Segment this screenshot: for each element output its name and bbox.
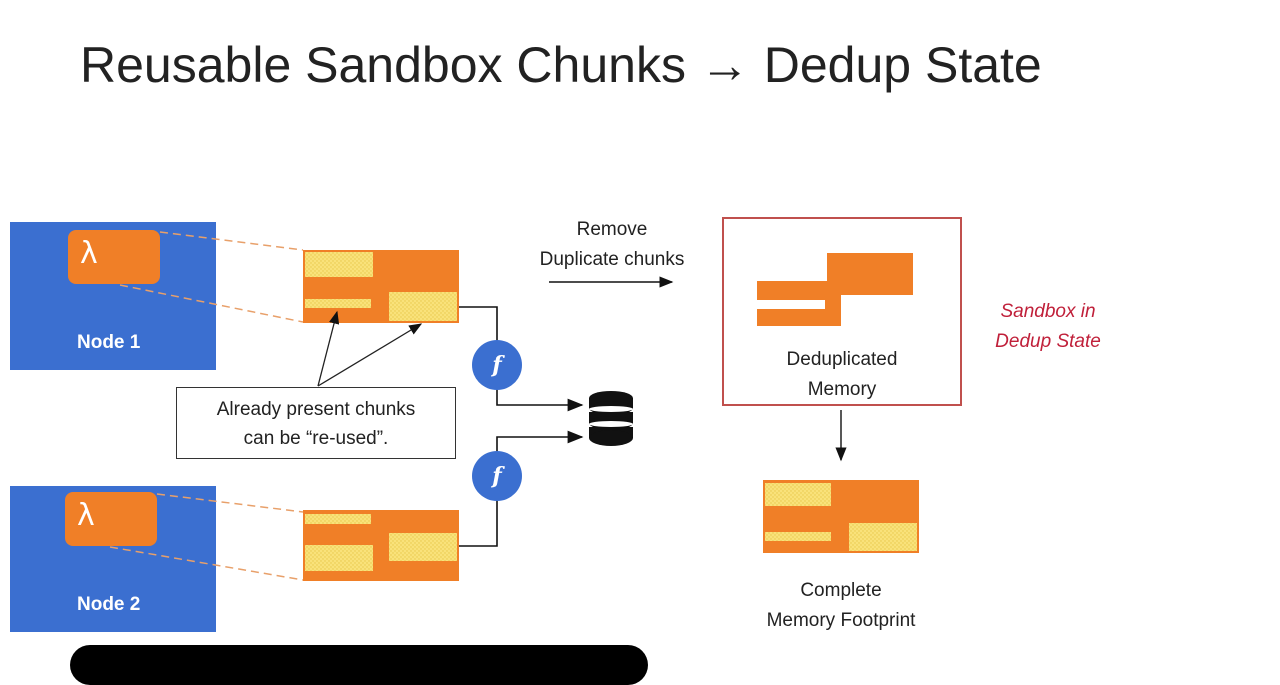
memory-chunks-node-2 — [303, 510, 459, 581]
node-2-label: Node 2 — [77, 594, 141, 615]
function-icon: f — [472, 340, 522, 390]
caption-bar — [70, 645, 648, 685]
callout-arrows — [317, 310, 423, 387]
zoom-lines-node-1 — [119, 231, 304, 323]
zoom-lines-node-2 — [109, 493, 304, 581]
lambda-icon: λ — [65, 492, 157, 546]
dedup-state-box — [722, 217, 962, 406]
reuse-callout: Already present chunks can be “re-used”. — [176, 387, 456, 459]
lambda-icon: λ — [68, 230, 160, 284]
db-connectors — [459, 306, 584, 547]
dedup-memory-shape — [757, 253, 913, 326]
diagram-graphics — [109, 231, 919, 581]
node-1-label: Node 1 — [77, 332, 141, 353]
dedup-memory-label: Deduplicated Memory — [786, 349, 898, 400]
slide-title: Reusable Sandbox Chunks → Dedup State — [80, 37, 1042, 93]
function-icon: f — [472, 451, 522, 501]
memory-footprint-label: Complete Memory Footprint — [766, 580, 916, 631]
database-icon — [589, 391, 633, 446]
callout-line-1: Already present chunks — [216, 399, 416, 420]
memory-footprint-block — [763, 480, 919, 553]
remove-duplicates-label: Remove Duplicate chunks — [539, 219, 685, 270]
memory-chunks-node-1 — [303, 250, 459, 323]
callout-line-2: can be “re-used”. — [243, 428, 389, 449]
sandbox-dedup-note: Sandbox in Dedup State — [995, 301, 1101, 352]
